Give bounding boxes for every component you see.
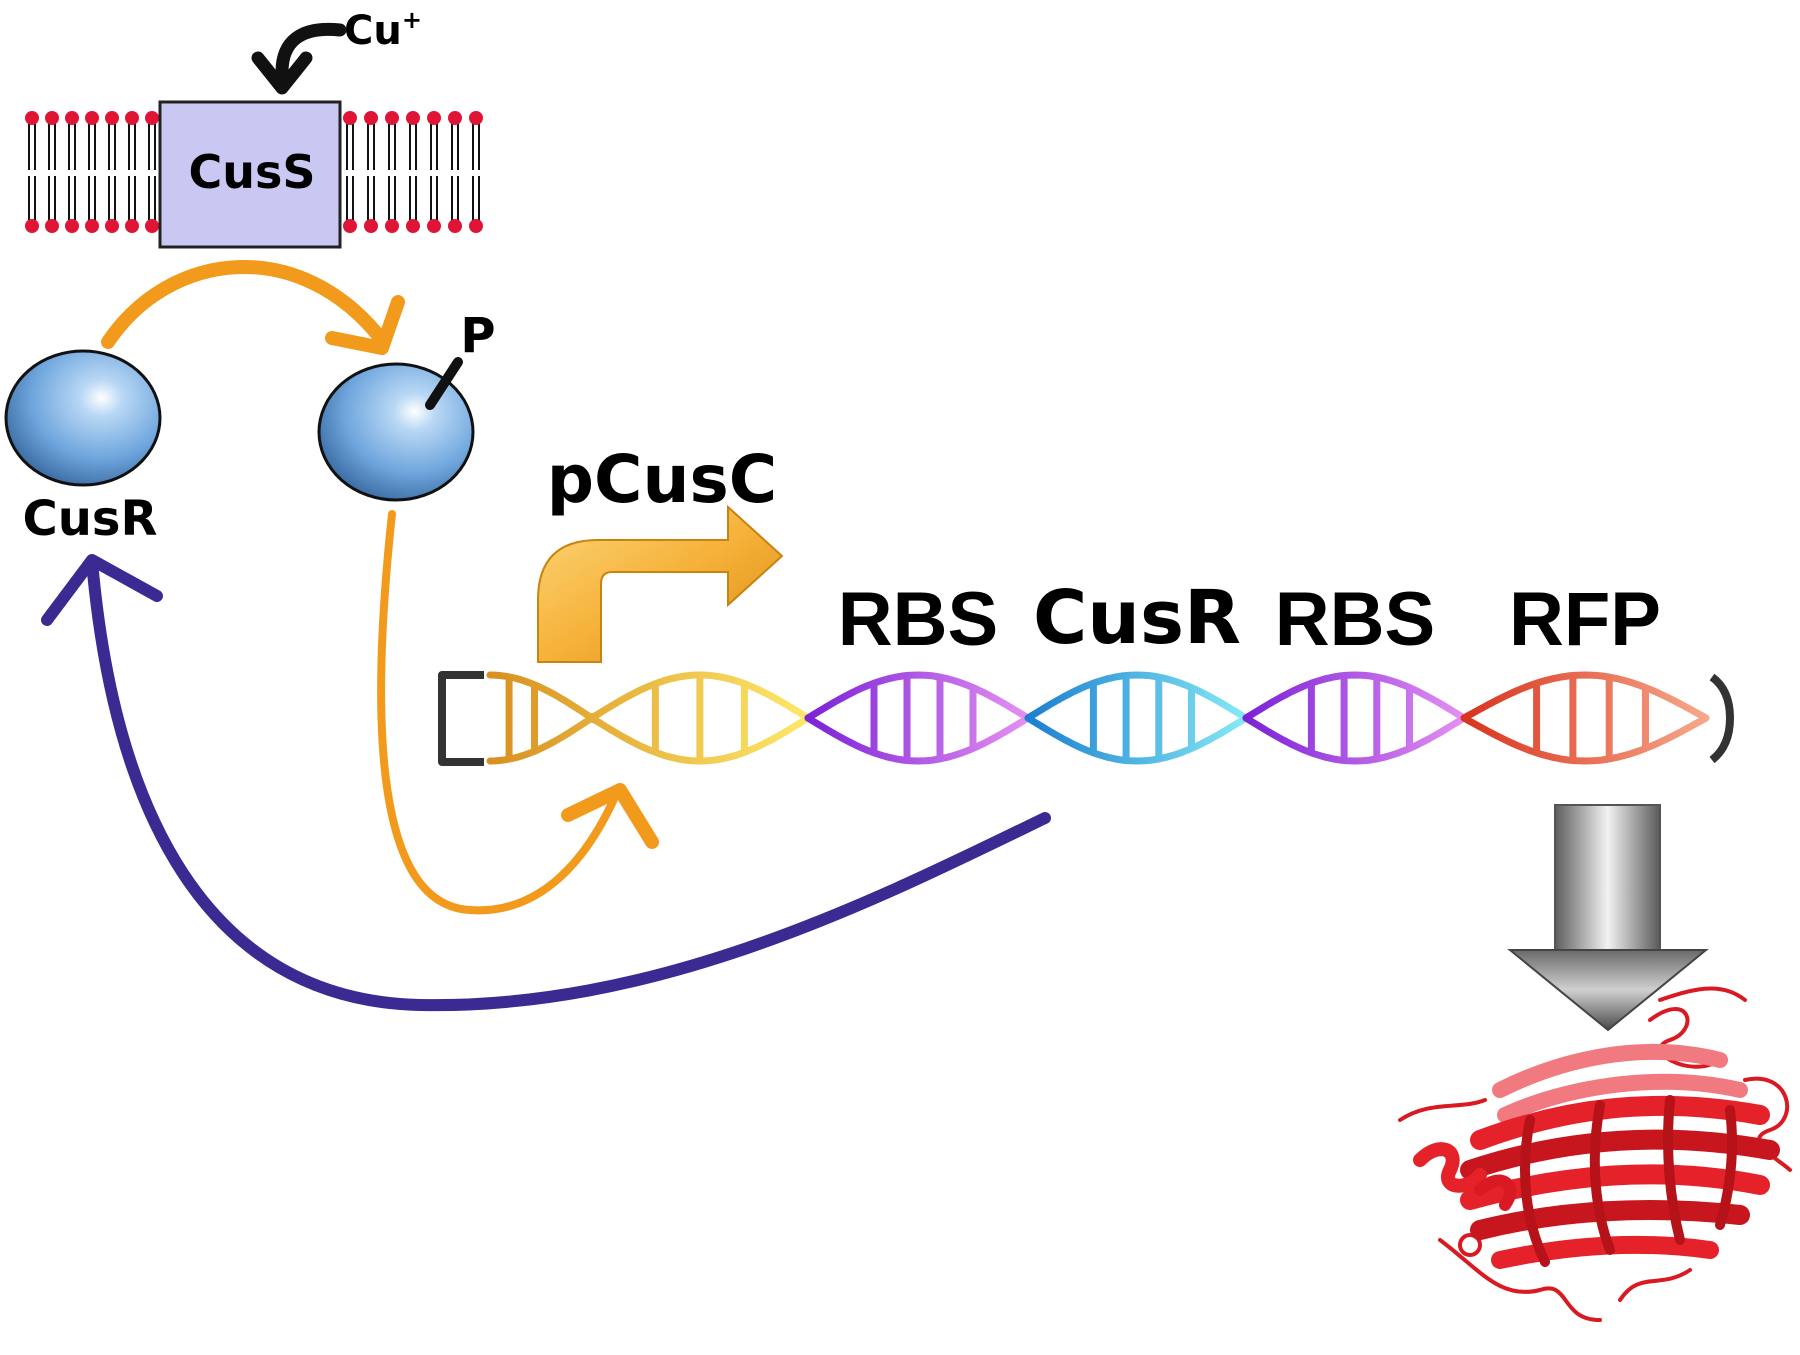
cusr-protein: CusR <box>4 349 162 547</box>
dna-segment-rbs2 <box>1242 671 1468 765</box>
lipid <box>406 111 420 233</box>
dna-right-end <box>1709 673 1735 764</box>
dna-segment-rbs1 <box>804 671 1032 765</box>
rbs2-label: RBS <box>1275 577 1435 662</box>
copper-ion: Cu+ <box>251 6 422 95</box>
lipid <box>385 111 399 233</box>
dna-left-end <box>438 671 484 766</box>
cusr-phosphorylated: P <box>317 308 496 502</box>
phosphate-bond <box>425 357 463 410</box>
cuss-protein: CusS <box>158 100 342 249</box>
cell-membrane <box>25 111 483 233</box>
cusr-feedback-arrow <box>41 554 1051 1012</box>
lipid <box>469 111 483 233</box>
dna-construct <box>438 671 1735 766</box>
lipid <box>125 111 139 233</box>
copper-entry-arrow <box>275 22 347 79</box>
rfp-gene-label: RFP <box>1509 577 1661 662</box>
promoter-label: pCusC <box>547 441 777 518</box>
promoter-activation-arrow <box>377 510 659 915</box>
rbs1-label: RBS <box>838 577 998 662</box>
copper-entry-arrowhead <box>251 51 313 95</box>
lipid <box>105 111 119 233</box>
expression-arrow <box>1507 804 1709 1032</box>
lipid <box>45 111 59 233</box>
lipid <box>145 111 159 233</box>
lipid <box>427 111 441 233</box>
lipid <box>65 111 79 233</box>
cusr-gene-label: CusR <box>1033 575 1241 661</box>
cusr-label: CusR <box>23 491 158 547</box>
dna-segment-rfp <box>1460 671 1710 765</box>
phosphate-label: P <box>460 308 495 364</box>
lipid <box>448 111 462 233</box>
rfp-protein <box>1398 986 1792 1322</box>
dna-labels: RBS CusR RBS RFP <box>838 575 1661 662</box>
lipid <box>25 111 39 233</box>
dna-segment-cusr <box>1024 671 1250 765</box>
lipid <box>85 111 99 233</box>
lipid <box>343 111 357 233</box>
promoter-arrow: pCusC <box>537 441 784 663</box>
copper-ion-label: Cu+ <box>344 6 422 54</box>
dna-segment-promoter <box>486 671 812 765</box>
cuss-label: CusS <box>188 145 315 199</box>
phosphorylation-arrow <box>101 260 405 355</box>
lipid <box>364 111 378 233</box>
